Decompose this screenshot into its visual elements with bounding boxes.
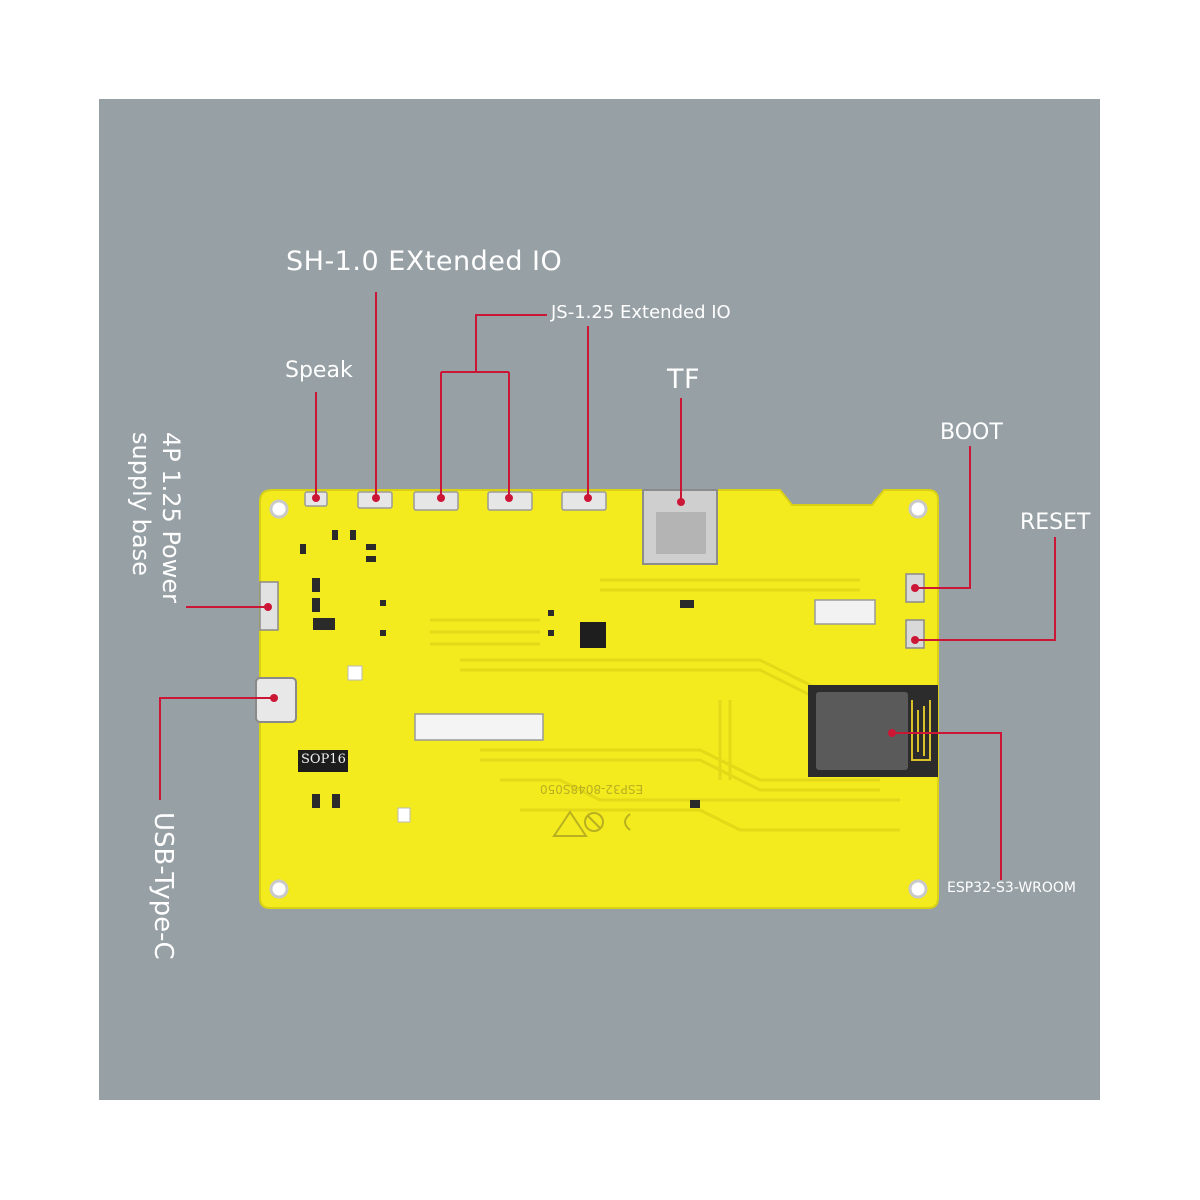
leader-lines xyxy=(159,292,1056,880)
label-speak: Speak xyxy=(285,358,353,383)
small-ribbon-connector xyxy=(814,599,876,625)
leader-usb xyxy=(159,697,274,800)
top-connectors xyxy=(304,491,607,511)
silkscreen-marks xyxy=(552,810,631,837)
label-boot: BOOT xyxy=(940,420,1003,445)
pcb-board xyxy=(259,489,939,909)
js-io-connector-3 xyxy=(561,491,607,511)
pcb-traces xyxy=(430,578,900,832)
label-reset: RESET xyxy=(1020,510,1091,535)
label-sh-extended-io: SH-1.0 EXtended IO xyxy=(286,246,563,277)
mounting-holes xyxy=(269,499,928,899)
qfn-chip xyxy=(580,622,606,648)
smd-components xyxy=(300,530,700,808)
leader-js-io xyxy=(440,314,589,498)
sop16-chip xyxy=(298,750,348,772)
leader-reset xyxy=(915,537,1056,641)
leader-boot xyxy=(915,446,971,589)
leader-dots xyxy=(264,494,919,737)
leader-module xyxy=(892,732,1002,880)
label-js-extended-io: JS-1.25 Extended IO xyxy=(551,302,731,323)
label-esp32-module: ESP32-S3-WROOM xyxy=(947,880,1077,896)
esp32-module xyxy=(808,685,938,777)
board-model-mark: ESP32-8048S050 xyxy=(540,782,644,796)
js-io-connector-1 xyxy=(413,491,459,511)
label-usb-type-c: USB-Type-C xyxy=(148,812,178,960)
label-power-supply-base: 4P 1.25 Power supply base xyxy=(127,432,185,603)
fpc-connector xyxy=(414,713,544,741)
sop16-chip-label: SOP16 xyxy=(301,752,346,767)
label-tf: TF xyxy=(667,364,701,395)
